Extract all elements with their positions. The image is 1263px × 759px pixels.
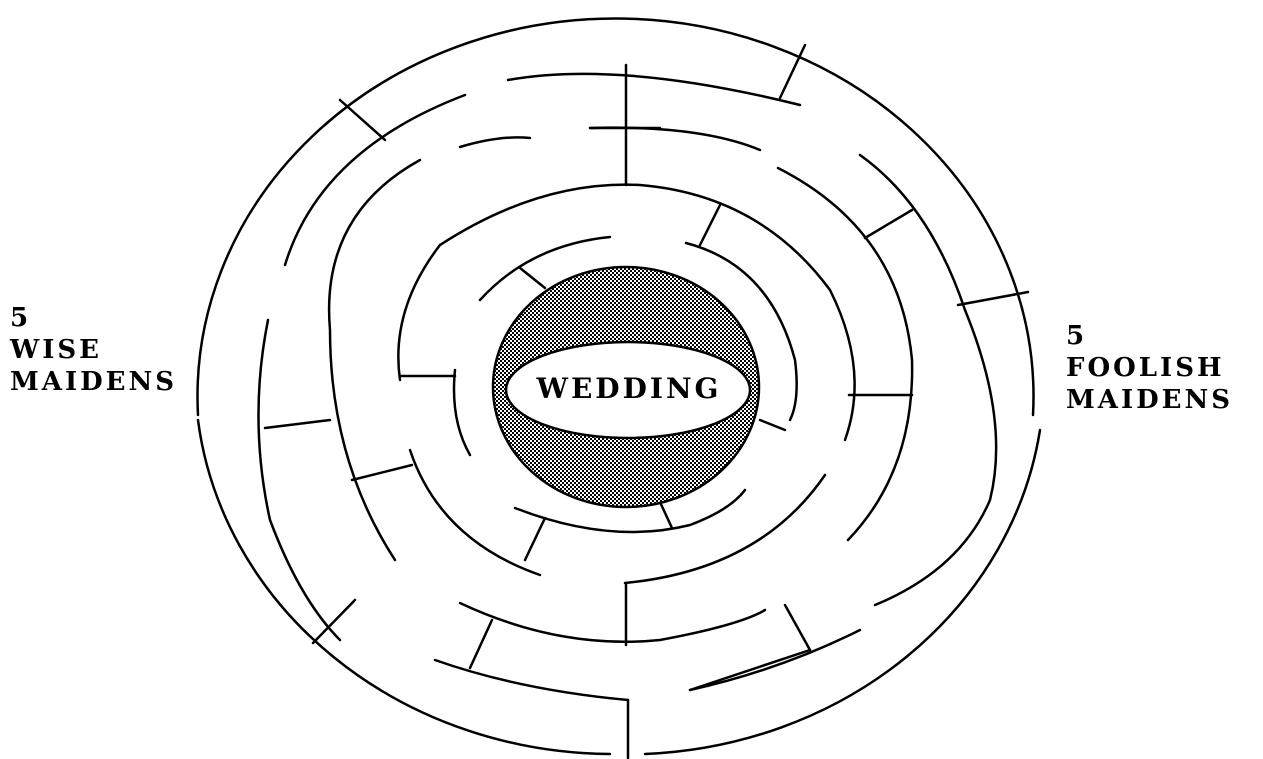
ring4-left [454,370,470,455]
ring2-top-right [590,128,760,150]
foolish-maidens-label: 5 FOOLISH MAIDENS [1066,320,1233,416]
ring2-left [329,160,420,560]
wise-maidens-label: 5 WISE MAIDENS [10,302,177,398]
wise-count: 5 [10,302,177,334]
ring2-top [460,137,530,147]
ring3-left [398,245,440,380]
ring1-upper-left [285,95,465,265]
ring2-right [778,168,912,540]
ring1-top [508,74,800,105]
wise-word: WISE [10,334,177,366]
ring2-bottom [460,603,765,642]
wise-maidens-word: MAIDENS [10,366,177,398]
ring1-right [875,310,996,605]
foolish-word: FOOLISH [1066,352,1233,384]
ring1-bottom-left [435,660,628,700]
ring3-left-lower [410,450,540,575]
foolish-count: 5 [1066,320,1233,352]
wedding-label: WEDDING [508,372,750,405]
foolish-maidens-word: MAIDENS [1066,384,1233,416]
